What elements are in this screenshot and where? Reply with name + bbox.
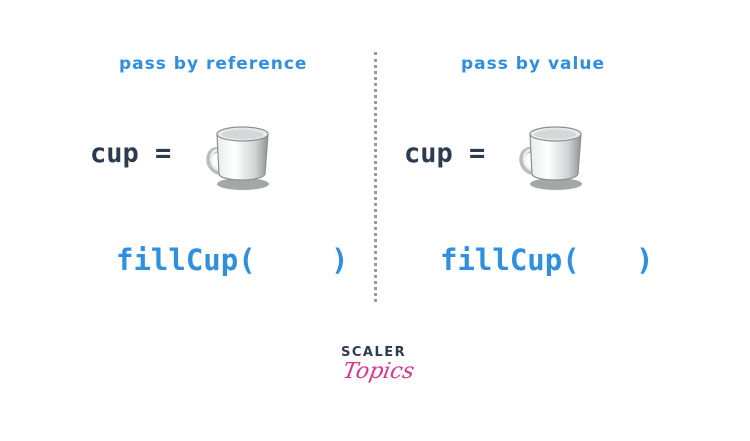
left-coffee-cup-icon xyxy=(206,126,269,190)
topics-logo-text: Topics xyxy=(340,359,417,384)
right-fillcup-call: fillCup( xyxy=(440,243,580,277)
left-close-paren: ) xyxy=(331,243,349,277)
scaler-logo-text: SCALER xyxy=(341,345,407,360)
left-fillcup-call: fillCup( xyxy=(116,243,256,277)
left-cup-label: cup = xyxy=(90,138,172,169)
dotted-divider xyxy=(374,52,377,302)
pass-by-reference-title: pass by reference xyxy=(119,54,308,74)
right-coffee-cup-icon xyxy=(519,126,582,190)
pass-by-value-title: pass by value xyxy=(461,54,605,74)
right-close-paren: ) xyxy=(636,243,654,277)
right-cup-label: cup = xyxy=(404,138,486,169)
